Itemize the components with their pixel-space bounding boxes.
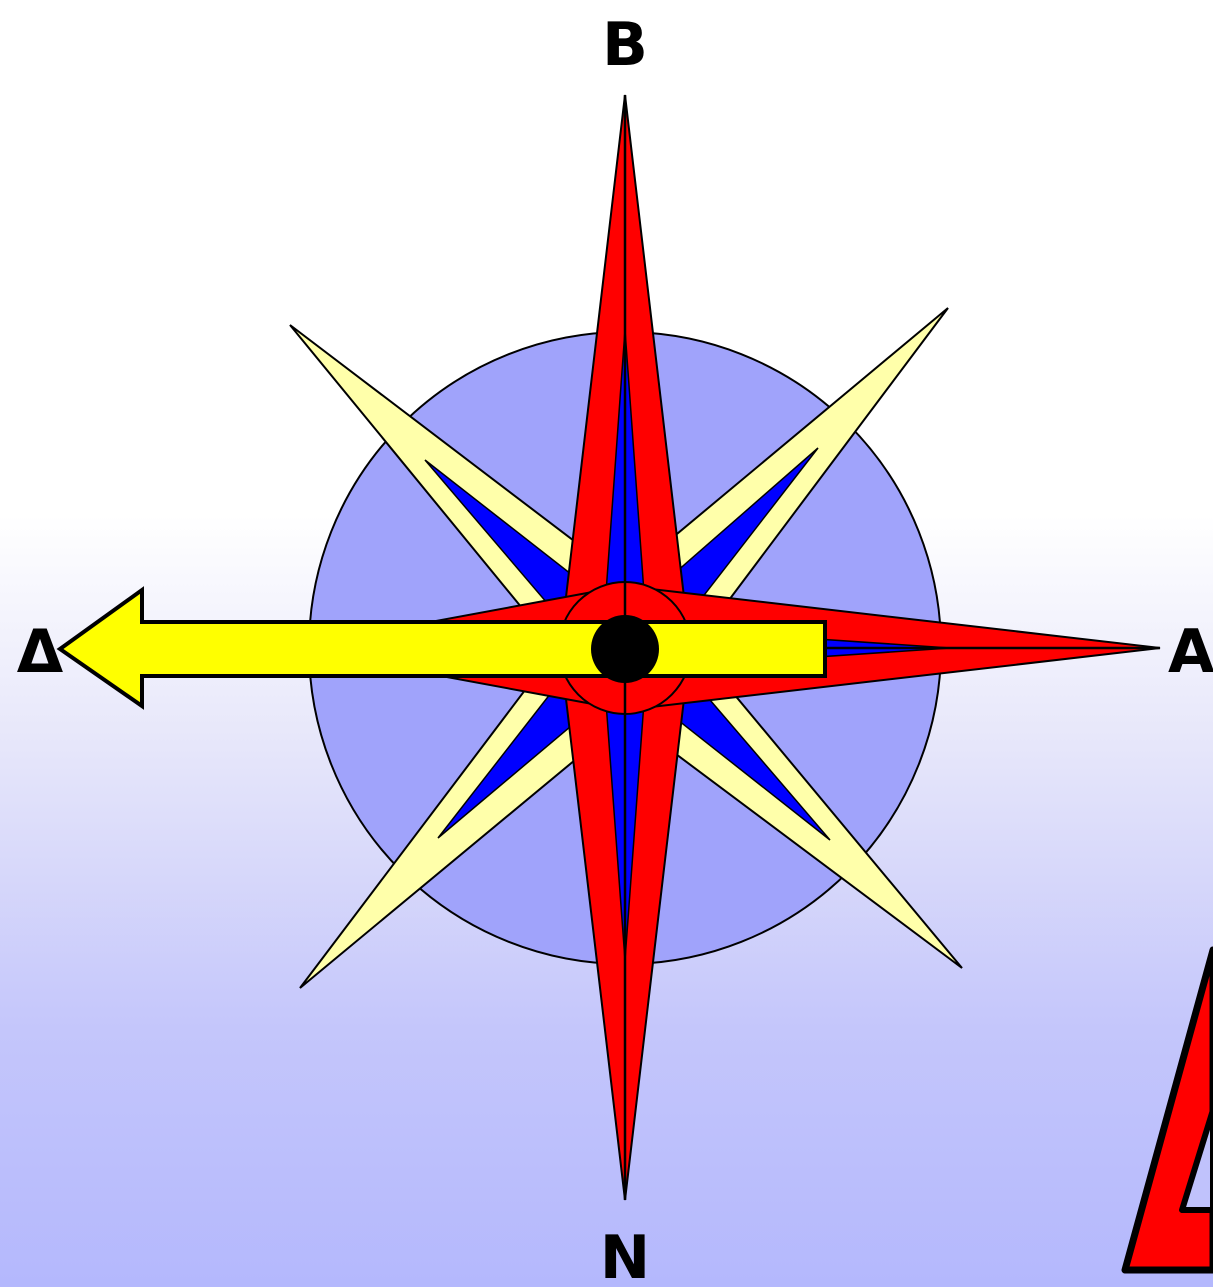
corner-delta-symbol bbox=[1125, 950, 1213, 1270]
label-north: B bbox=[602, 10, 648, 80]
label-west: Δ bbox=[17, 617, 64, 687]
label-east: A bbox=[1168, 617, 1213, 687]
corner-delta-shape bbox=[1125, 950, 1213, 1270]
label-south: N bbox=[600, 1223, 650, 1287]
center-dot bbox=[591, 615, 659, 683]
